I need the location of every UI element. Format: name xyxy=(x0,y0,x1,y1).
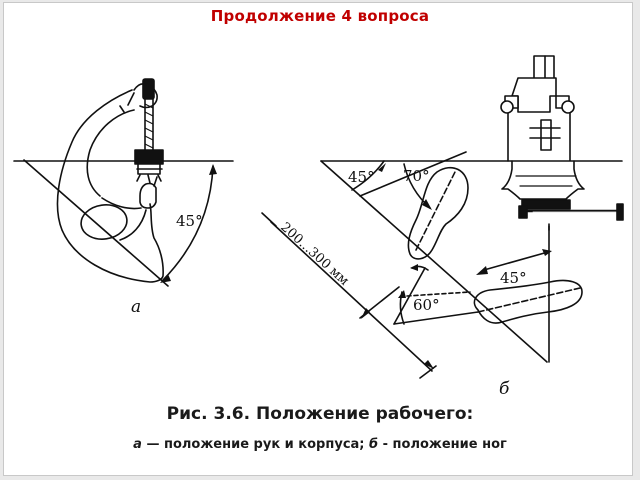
part-a-label: а xyxy=(131,297,141,317)
part-a-vise-jaws xyxy=(134,149,164,165)
angle-right-label: 45° xyxy=(500,269,527,287)
caption-letter-a: а xyxy=(133,437,142,452)
caption-text-b: - положение ног xyxy=(378,437,507,452)
part-a-front-hand xyxy=(139,182,157,209)
part-a-head xyxy=(80,204,128,240)
part-a-angle-label: 45° xyxy=(176,212,203,230)
distance-label: 200...300 мм xyxy=(277,220,351,289)
distance-dimension-line xyxy=(270,221,433,372)
slide-title: Продолжение 4 вопроса xyxy=(210,7,430,25)
arc-45-right xyxy=(483,251,549,271)
angle-top-label: 70° xyxy=(403,167,430,185)
part-b-diagonal-main xyxy=(320,160,548,363)
part-a-angle-arc xyxy=(162,165,214,281)
figure-caption-legend: а — положение рук и корпуса; б - положен… xyxy=(0,437,640,452)
bench-vise xyxy=(500,55,624,231)
part-b-legs: 45° 70° 45° 60° 200...300 мм б xyxy=(261,55,624,399)
part-a-diagonal-line xyxy=(23,159,169,287)
arc-45-left xyxy=(351,160,385,191)
angle-left-label: 45° xyxy=(348,168,375,186)
part-b-label: б xyxy=(499,379,510,399)
caption-text-a: — положение рук и корпуса; xyxy=(141,437,370,452)
right-foot xyxy=(473,279,583,324)
file-handle xyxy=(142,78,155,100)
part-a-arms-and-body: 45° а xyxy=(13,78,234,317)
part-a-body-outline xyxy=(56,89,164,283)
part-a-back-hand xyxy=(133,83,158,109)
left-foot xyxy=(407,166,469,260)
figure-caption-title: Рис. 3.6. Положение рабочего: xyxy=(166,404,474,424)
caption-letter-b: б xyxy=(369,437,379,452)
angle-bottom-label: 60° xyxy=(413,296,440,314)
part-b-diagonal-upper xyxy=(359,151,467,197)
